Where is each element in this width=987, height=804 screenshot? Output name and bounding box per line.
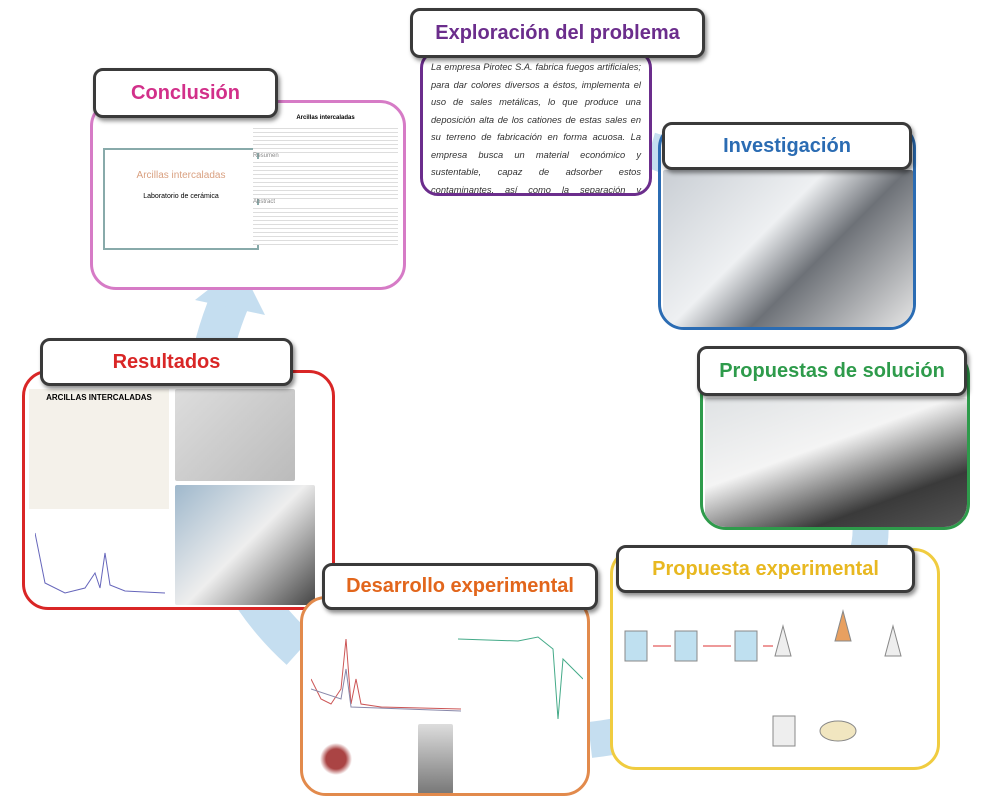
lab-photo xyxy=(175,389,295,481)
lab-photo xyxy=(663,170,913,327)
propuesta-experimental-title: Propuesta experimental xyxy=(616,545,915,593)
doc-title: Arcillas intercaladas xyxy=(296,115,355,121)
document-thumbnail: Arcillas intercaladas Resumen Abstract xyxy=(253,115,398,245)
propuestas-title: Propuestas de solución xyxy=(697,346,967,396)
sample-photo xyxy=(311,724,411,793)
investigacion-title: Investigación xyxy=(662,122,912,170)
lab-photo xyxy=(175,485,315,605)
procedure-diagram xyxy=(624,609,902,747)
lab-photo xyxy=(705,398,967,527)
problem-statement: La empresa Pirotec S.A. fabrica fuegos a… xyxy=(431,62,641,195)
resultados-title: Resultados xyxy=(40,338,293,386)
xrd-graph xyxy=(311,638,461,712)
resultados-panel: ARCILLAS INTERCALADAS xyxy=(22,370,335,610)
desarrollo-title: Desarrollo experimental xyxy=(322,563,598,610)
sample-photo xyxy=(418,724,453,793)
slide-title: Arcillas intercaladas xyxy=(136,170,226,181)
exploracion-title: Exploración del problema xyxy=(410,8,705,58)
conclusion-title: Conclusión xyxy=(93,68,278,118)
conclusion-panel: Arcillas intercaladas Laboratorio de cer… xyxy=(90,100,406,290)
doc-heading: Abstract xyxy=(253,199,276,205)
poster-thumbnail: ARCILLAS INTERCALADAS xyxy=(29,389,169,509)
spectrum-graph xyxy=(35,532,165,594)
doc-heading: Resumen xyxy=(253,153,279,159)
poster-title: ARCILLAS INTERCALADAS xyxy=(46,393,152,402)
desarrollo-panel xyxy=(300,596,590,796)
slide-thumbnail: Arcillas intercaladas Laboratorio de cer… xyxy=(103,148,259,250)
ftir-graph xyxy=(458,636,583,720)
slide-subtitle: Laboratorio de cerámica xyxy=(143,193,219,200)
exploracion-panel: La empresa Pirotec S.A. fabrica fuegos a… xyxy=(420,50,652,196)
